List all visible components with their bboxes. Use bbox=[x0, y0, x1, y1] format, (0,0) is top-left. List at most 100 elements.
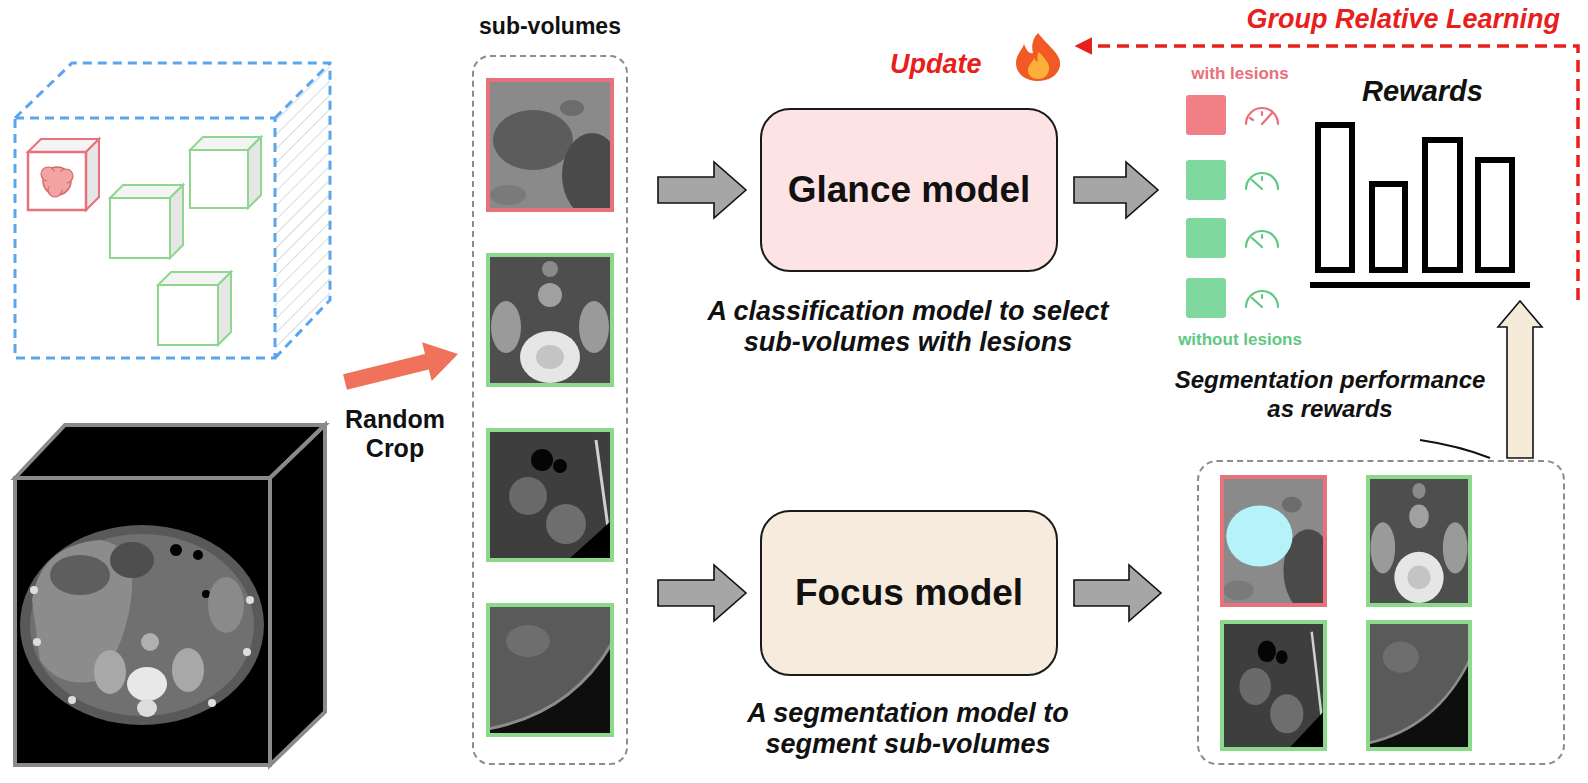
normal-cube bbox=[170, 185, 183, 258]
ct-volume bbox=[50, 555, 110, 595]
reward-bar bbox=[1425, 140, 1460, 270]
score-gauge bbox=[1252, 180, 1262, 189]
normal-cube bbox=[110, 198, 170, 258]
flow-arrow bbox=[658, 162, 746, 218]
segmented-crop bbox=[1222, 477, 1470, 749]
ct-volume bbox=[15, 478, 270, 765]
segmentation-output-group bbox=[1197, 460, 1565, 765]
selection-square bbox=[1186, 278, 1226, 318]
ct-volume bbox=[68, 696, 76, 704]
ct-volume bbox=[172, 648, 204, 692]
edge-label: Segmentation performance as rewards bbox=[1165, 366, 1495, 424]
sub-volume-group: sub-volumes bbox=[472, 55, 628, 765]
segmented-crop bbox=[1222, 622, 1325, 749]
ct-volume bbox=[33, 638, 41, 646]
glance-model-box: Glance model bbox=[760, 108, 1058, 272]
leader-line bbox=[1420, 440, 1490, 458]
sub-volume-crop bbox=[488, 430, 612, 560]
reward-bar bbox=[1372, 184, 1405, 270]
lesion-cube bbox=[28, 152, 86, 210]
class-label: with lesions bbox=[1191, 64, 1288, 84]
score-gauge bbox=[1250, 118, 1253, 120]
model-caption: A segmentation model to segment sub-volu… bbox=[688, 698, 1128, 760]
selection-square bbox=[1186, 160, 1226, 200]
ct-volume bbox=[20, 525, 264, 725]
ct-volume bbox=[30, 586, 38, 594]
reward-bar bbox=[1318, 125, 1352, 270]
score-gauge bbox=[1246, 231, 1278, 247]
sub-volume-crop bbox=[488, 80, 612, 210]
flow-arrow bbox=[658, 565, 746, 621]
ct-volume bbox=[141, 633, 159, 651]
lesion-cube bbox=[47, 171, 67, 191]
selection-square bbox=[1186, 95, 1226, 318]
update-arrow bbox=[1078, 46, 1578, 300]
normal-cube bbox=[158, 285, 218, 345]
focus-model-box: Focus model bbox=[760, 510, 1058, 676]
sub-volume-crop bbox=[488, 255, 612, 385]
segmented-crop bbox=[1222, 622, 1325, 749]
process-title: Group Relative Learning bbox=[1150, 4, 1560, 35]
flow-arrow bbox=[1074, 565, 1161, 621]
reward-bar bbox=[1478, 160, 1512, 270]
score-gauge bbox=[1246, 291, 1278, 307]
sub-volume-crop bbox=[488, 430, 612, 560]
sub-volume-crop bbox=[488, 255, 612, 385]
segmented-crop bbox=[1222, 477, 1333, 612]
segmented-crop bbox=[1368, 622, 1470, 749]
class-label: without lesions bbox=[1178, 330, 1302, 350]
score-gauge bbox=[1246, 108, 1278, 124]
update-label: Update bbox=[890, 49, 1010, 80]
ct-volume bbox=[170, 544, 182, 556]
score-gauge bbox=[1246, 108, 1278, 307]
score-gauge bbox=[1261, 112, 1263, 115]
segmented-crop bbox=[1368, 477, 1470, 605]
ct-volume bbox=[137, 699, 157, 717]
volume-cube bbox=[275, 63, 330, 358]
ct-volume bbox=[127, 667, 167, 701]
fire-icon bbox=[1016, 33, 1060, 81]
selection-square bbox=[1186, 95, 1226, 135]
sub-volume-crop bbox=[488, 605, 612, 735]
normal-cube bbox=[248, 137, 261, 208]
score-gauge bbox=[1261, 295, 1263, 298]
flow-arrow bbox=[1498, 301, 1542, 458]
score-gauge bbox=[1252, 298, 1262, 307]
fire-icon bbox=[1016, 33, 1060, 81]
ct-volume bbox=[208, 577, 244, 633]
step-label: Random Crop bbox=[325, 405, 465, 463]
ct-volume bbox=[270, 425, 325, 765]
segmented-crop bbox=[1368, 622, 1470, 749]
score-gauge bbox=[1261, 235, 1263, 238]
model-name: Glance model bbox=[788, 169, 1031, 211]
ct-volume bbox=[30, 534, 254, 716]
model-name: Focus model bbox=[795, 572, 1023, 614]
crop-arrow bbox=[343, 342, 458, 390]
sub-volume-crop bbox=[488, 80, 622, 217]
ct-volume bbox=[246, 596, 254, 604]
ct-volume bbox=[208, 699, 216, 707]
score-gauge bbox=[1261, 177, 1263, 180]
sub-volume-crop bbox=[488, 80, 622, 735]
segmented-crop bbox=[1222, 477, 1325, 605]
chart-title: Rewards bbox=[1305, 75, 1540, 108]
reward-bar bbox=[1310, 125, 1530, 285]
ct-volume bbox=[15, 425, 325, 765]
normal-cube bbox=[218, 272, 231, 345]
ct-volume bbox=[94, 650, 126, 694]
score-gauge bbox=[1246, 108, 1278, 124]
group-heading: sub-volumes bbox=[474, 13, 626, 40]
ct-volume bbox=[193, 550, 203, 560]
sub-volume-crop bbox=[488, 605, 612, 735]
flow-arrow bbox=[1074, 162, 1158, 218]
fire-icon bbox=[1028, 52, 1049, 79]
score-gauge bbox=[1262, 113, 1272, 124]
ct-volume bbox=[110, 542, 154, 578]
reward-bar bbox=[1310, 282, 1530, 288]
volume-cube bbox=[15, 63, 330, 358]
ct-volume bbox=[243, 648, 251, 656]
score-gauge bbox=[1246, 173, 1278, 189]
model-caption: A classification model to select sub-vol… bbox=[688, 296, 1128, 358]
normal-cube bbox=[190, 150, 248, 208]
lesion-cube bbox=[86, 139, 99, 210]
